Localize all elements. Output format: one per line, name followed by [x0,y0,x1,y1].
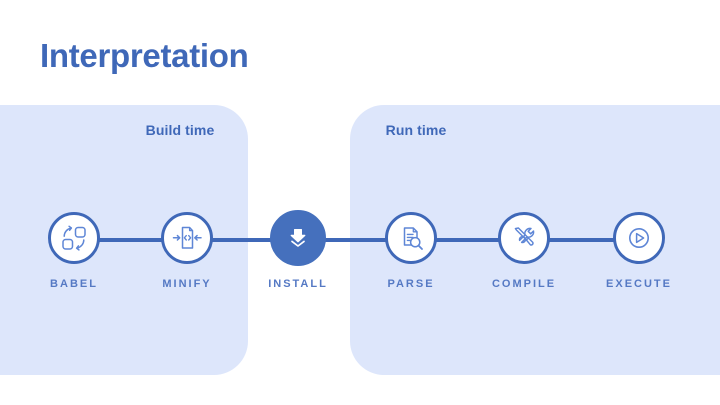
pipeline-connector-line [74,238,640,242]
step-label-parse: PARSE [387,278,435,290]
play-circle-icon [629,228,649,248]
phase-title-build: Build time [145,122,215,138]
phase-title-run: Run time [385,122,447,138]
document-search-icon [403,227,423,250]
step-circle-install[interactable] [270,210,326,266]
download-arrow-icon [290,229,306,247]
step-label-compile: COMPILE [491,278,557,290]
step-label-minify: MINIFY [162,278,212,290]
page-title: Interpretation [40,37,249,74]
step-label-babel: BABEL [50,278,98,290]
step-circle-compile[interactable] [498,212,550,264]
step-label-install: INSTALL [268,278,328,290]
wrench-screwdriver-icon [514,227,535,246]
document-code-compress-icon [172,226,202,249]
step-label-execute: EXECUTE [606,278,672,290]
step-circle-execute[interactable] [613,212,665,264]
step-circle-minify[interactable] [161,212,213,264]
step-circle-babel[interactable] [48,212,100,264]
step-circle-parse[interactable] [385,212,437,264]
transform-squares-icon [62,225,86,251]
